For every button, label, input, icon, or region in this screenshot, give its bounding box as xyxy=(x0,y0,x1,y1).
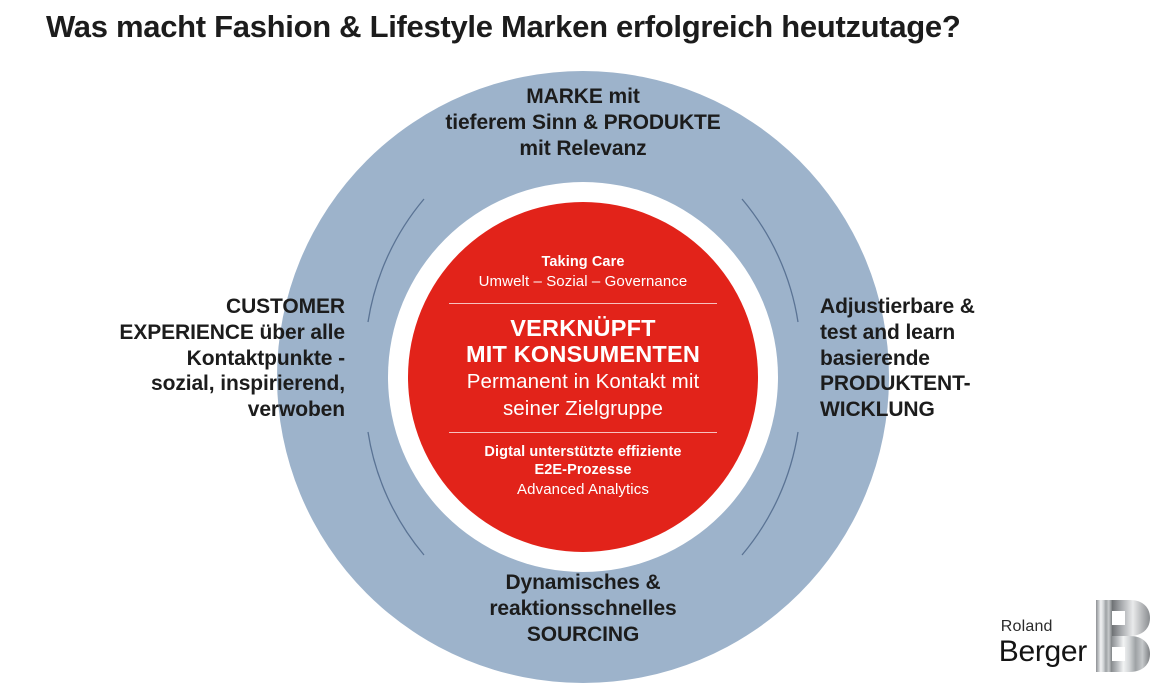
core-headline-line2: MIT KONSUMENTEN xyxy=(465,341,701,368)
core-subline-line2: seiner Zielgruppe xyxy=(502,396,664,420)
core-process-line2: E2E-Prozesse xyxy=(534,462,632,479)
inner-circle-core: Taking Care Umwelt – Sozial – Governance… xyxy=(408,202,758,552)
core-taking-care-title: Taking Care xyxy=(541,254,625,271)
quadrant-label-pd-line2: test and learn xyxy=(820,320,956,344)
quadrant-label-cx-line2: EXPERIENCE über alle xyxy=(119,320,345,344)
core-process-line1: Digtal unterstützte effiziente xyxy=(484,444,682,461)
core-taking-care-subtitle: Umwelt – Sozial – Governance xyxy=(478,272,688,290)
quadrant-label-brand-line2: tieferem Sinn & PRODUKTE xyxy=(445,110,721,134)
inner-circle-content: Taking Care Umwelt – Sozial – Governance… xyxy=(408,202,758,552)
quadrant-label-cx-line1: CUSTOMER xyxy=(226,295,345,318)
logo-text-berger: Berger xyxy=(998,635,1088,668)
core-divider-bottom xyxy=(449,432,717,434)
roland-berger-b-monogram-icon xyxy=(1096,600,1150,672)
quadrant-label-sourcing-line3: SOURCING xyxy=(526,622,640,646)
quadrant-label-customer-experience: CUSTOMER EXPERIENCE über alle Kontaktpun… xyxy=(20,294,345,423)
logo-text-roland: Roland xyxy=(1000,618,1053,635)
quadrant-label-pd-line4: PRODUKTENT- xyxy=(820,372,971,396)
quadrant-label-sourcing: Dynamisches & reaktionsschnelles SOURCIN… xyxy=(383,570,783,647)
quadrant-label-cx-line5: verwoben xyxy=(247,398,345,422)
core-subline-line1: Permanent in Kontakt mit xyxy=(466,370,700,394)
core-headline-line1: VERKNÜPFT xyxy=(510,314,656,341)
logo-wordmark: Roland Berger xyxy=(998,618,1088,672)
quadrant-label-cx-line4: sozial, inspirierend, xyxy=(151,372,345,396)
core-divider-top xyxy=(449,302,717,304)
quadrant-label-brand: MARKE mit tieferem Sinn & PRODUKTE mit R… xyxy=(383,84,783,161)
roland-berger-logo: Roland Berger xyxy=(999,600,1150,672)
quadrant-label-brand-line1: MARKE mit xyxy=(526,85,640,108)
quadrant-label-product-development: Adjustierbare & test and learn basierend… xyxy=(820,294,1150,423)
core-advanced-analytics: Advanced Analytics xyxy=(517,481,649,499)
quadrant-label-pd-line1: Adjustierbare & xyxy=(820,295,975,318)
quadrant-label-pd-line3: basierende xyxy=(820,346,930,370)
page-title: Was macht Fashion & Lifestyle Marken erf… xyxy=(46,9,961,44)
quadrant-label-pd-line5: WICKLUNG xyxy=(820,398,935,422)
quadrant-label-brand-line3: mit Relevanz xyxy=(519,136,647,160)
quadrant-label-sourcing-line1: Dynamisches & xyxy=(505,571,661,594)
quadrant-label-sourcing-line2: reaktionsschnelles xyxy=(489,596,677,620)
quadrant-label-cx-line3: Kontaktpunkte - xyxy=(186,346,345,370)
